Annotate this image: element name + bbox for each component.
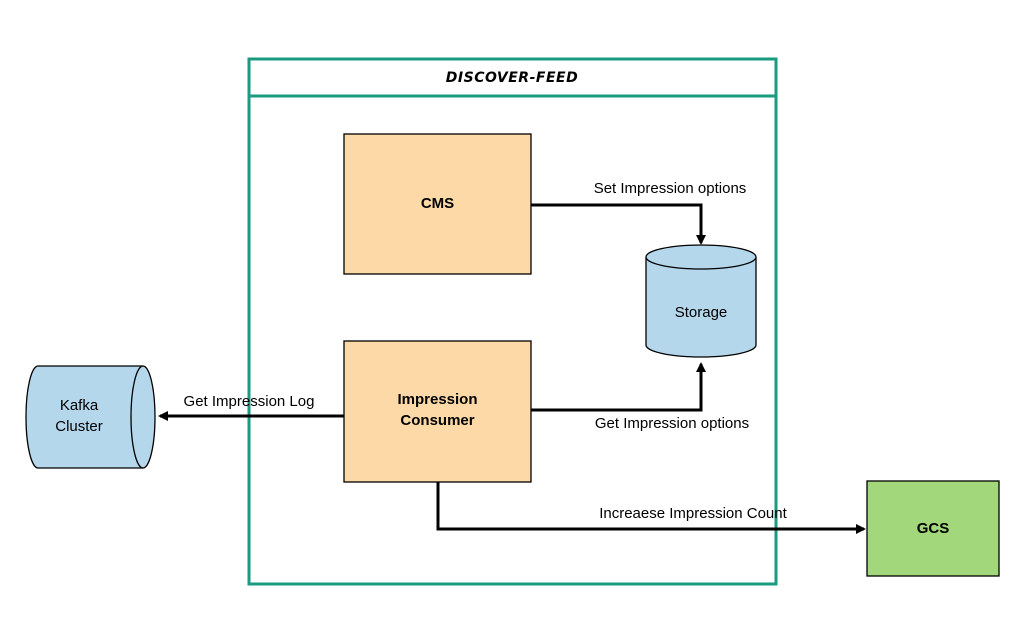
impression-consumer-node: Impression Consumer (343, 340, 532, 483)
edge-label-get-impression-log: Get Impression Log (184, 393, 315, 410)
kafka-cylinder-body (25, 365, 143, 469)
cms-node: CMS (343, 133, 532, 275)
kafka-cylinder-end (130, 365, 156, 469)
edge-set-impression-options: Set Impression options (531, 180, 747, 245)
storage-cylinder-top (645, 244, 757, 270)
edge-line-cms-to-storage (531, 203, 706, 245)
impression-consumer-label-line2: Consumer (400, 412, 474, 429)
impression-consumer-box (343, 340, 532, 483)
gcs-label: GCS (917, 520, 950, 537)
kafka-cluster-node: Kafka Cluster (25, 365, 156, 469)
edge-label-get-impression-options: Get Impression options (595, 415, 749, 432)
discover-feed-container: DISCOVER-FEED (247, 57, 778, 586)
container-title: DISCOVER-FEED (446, 70, 578, 86)
edge-label-set-impression-options: Set Impression options (594, 180, 747, 197)
edge-label-increase-impression-count: Increaese Impression Count (599, 505, 787, 522)
edge-get-impression-log: Get Impression Log (158, 393, 344, 421)
edge-line-consumer-to-gcs (436, 482, 866, 534)
storage-cylinder-body (645, 257, 757, 358)
gcs-box (866, 480, 1000, 577)
edge-line-consumer-to-storage (531, 362, 706, 412)
storage-node: Storage (645, 244, 757, 358)
impression-consumer-label-line1: Impression (397, 391, 477, 408)
gcs-node: GCS (866, 480, 1000, 577)
kafka-label-line2: Cluster (55, 418, 103, 435)
cms-box (343, 133, 532, 275)
kafka-label-line1: Kafka (60, 397, 99, 414)
cms-label: CMS (421, 195, 454, 212)
edge-get-impression-options: Get Impression options (531, 362, 749, 432)
storage-label: Storage (675, 304, 728, 321)
edge-increase-impression-count: Increaese Impression Count (436, 482, 866, 534)
container-border (247, 57, 778, 586)
